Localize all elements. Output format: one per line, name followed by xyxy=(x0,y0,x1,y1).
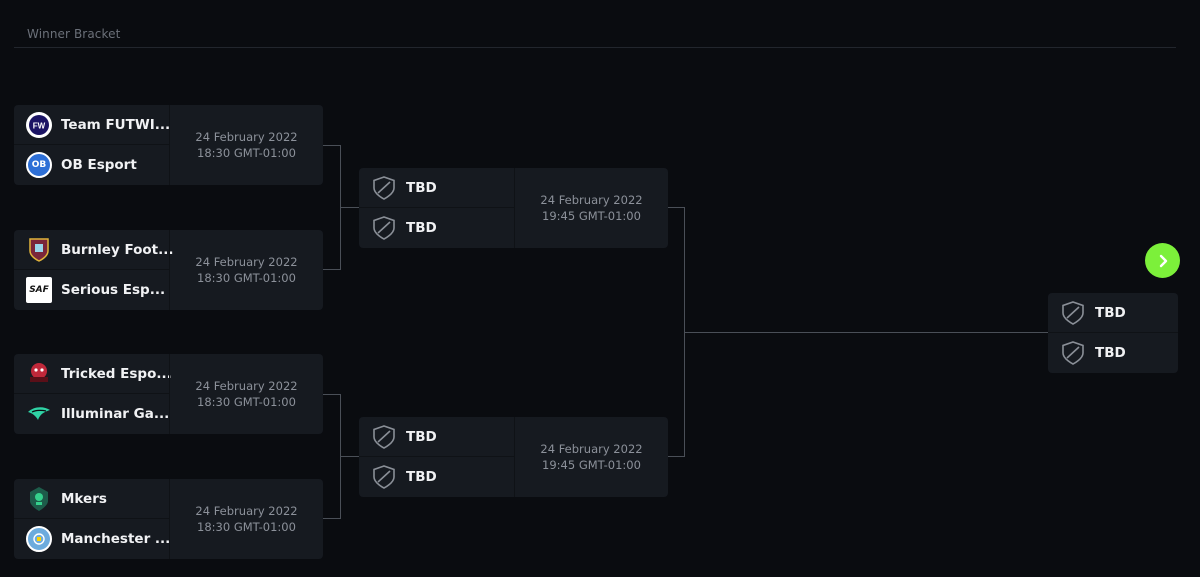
team-row[interactable]: TBD xyxy=(1048,333,1178,373)
team-name: TBD xyxy=(406,469,437,485)
mkers-logo xyxy=(26,486,52,512)
connector-line xyxy=(668,207,685,208)
match-teams: TBD TBD xyxy=(359,417,514,497)
match-date: 24 February 2022 xyxy=(540,193,643,207)
match-card[interactable]: TBD TBD 24 February 2022 19:45 GMT-01:00 xyxy=(359,417,668,497)
connector-line xyxy=(323,145,341,146)
team-name: TBD xyxy=(406,179,437,196)
next-round-button[interactable] xyxy=(1145,243,1180,278)
team-row[interactable]: TBD xyxy=(359,457,514,497)
match-time: 19:45 GMT-01:00 xyxy=(542,458,641,472)
match-card[interactable]: TBD TBD 24 February 2022 19:45 GMT-01:00 xyxy=(359,168,668,248)
team-row[interactable]: TBD xyxy=(359,417,514,457)
team-name: TBD xyxy=(406,428,437,445)
shield-icon xyxy=(1062,300,1084,325)
team-row[interactable]: TBD xyxy=(359,168,514,208)
saf-logo: SAF xyxy=(26,277,52,303)
match-card[interactable]: FW Team FUTWI... OB OB Esport 24 Februar… xyxy=(14,105,323,185)
team-row[interactable]: TBD xyxy=(359,208,514,248)
match-card[interactable]: Burnley Foot... SAF Serious Esp... 24 Fe… xyxy=(14,230,323,310)
shield-icon xyxy=(1062,341,1084,365)
match-date: 24 February 2022 xyxy=(195,130,298,144)
team-name: Tricked Espo... xyxy=(61,365,172,382)
match-schedule: 24 February 2022 18:30 GMT-01:00 xyxy=(169,105,323,185)
connector-line xyxy=(668,456,685,457)
match-card[interactable]: Tricked Espo... Illuminar Ga... 24 Febru… xyxy=(14,354,323,434)
svg-text:FW: FW xyxy=(33,121,46,130)
team-name: TBD xyxy=(1095,345,1126,361)
match-teams: TBD TBD xyxy=(359,168,514,248)
shield-icon xyxy=(373,424,395,449)
match-date: 24 February 2022 xyxy=(195,379,298,393)
match-time: 18:30 GMT-01:00 xyxy=(197,146,296,160)
team-name: TBD xyxy=(1095,304,1126,321)
burnley-logo xyxy=(26,237,52,263)
team-name: OB Esport xyxy=(61,157,137,173)
match-schedule: 24 February 2022 18:30 GMT-01:00 xyxy=(169,354,323,434)
match-teams: TBD TBD xyxy=(1048,293,1178,373)
shield-icon xyxy=(373,216,395,240)
shield-icon xyxy=(373,465,395,489)
connector-line xyxy=(323,518,341,519)
tricked-logo xyxy=(26,361,52,387)
connector-line xyxy=(323,269,341,270)
team-name: Illuminar Ga... xyxy=(61,406,170,422)
match-teams: FW Team FUTWI... OB OB Esport xyxy=(14,105,171,185)
manchester-city-logo xyxy=(26,526,52,552)
connector-line xyxy=(340,207,359,208)
ob-esport-logo: OB xyxy=(26,152,52,178)
match-schedule: 24 February 2022 19:45 GMT-01:00 xyxy=(514,417,668,497)
team-name: Mkers xyxy=(61,490,107,507)
match-time: 18:30 GMT-01:00 xyxy=(197,520,296,534)
team-row[interactable]: SAF Serious Esp... xyxy=(14,270,169,310)
team-name: Team FUTWI... xyxy=(61,116,171,133)
team-row[interactable]: Tricked Espo... xyxy=(14,354,172,394)
match-teams: Tricked Espo... Illuminar Ga... xyxy=(14,354,172,434)
futwi-logo: FW xyxy=(26,111,52,138)
match-time: 18:30 GMT-01:00 xyxy=(197,271,296,285)
match-date: 24 February 2022 xyxy=(540,442,643,456)
connector-line xyxy=(684,332,1048,333)
team-name: TBD xyxy=(406,220,437,236)
section-title: Winner Bracket xyxy=(27,27,121,41)
shield-icon xyxy=(373,175,395,200)
team-row[interactable]: OB OB Esport xyxy=(14,145,169,185)
match-schedule: 24 February 2022 18:30 GMT-01:00 xyxy=(169,479,323,559)
connector-line xyxy=(340,456,359,457)
team-row[interactable]: Burnley Foot... xyxy=(14,230,174,270)
team-row[interactable]: FW Team FUTWI... xyxy=(14,105,171,145)
chevron-right-icon xyxy=(1159,254,1167,267)
match-schedule: 24 February 2022 18:30 GMT-01:00 xyxy=(169,230,323,310)
match-time: 18:30 GMT-01:00 xyxy=(197,395,296,409)
title-divider xyxy=(14,47,1176,48)
team-name: Serious Esp... xyxy=(61,282,166,298)
match-date: 24 February 2022 xyxy=(195,255,298,269)
match-card[interactable]: Mkers Manchester ... 24 February 2022 18… xyxy=(14,479,323,559)
match-teams: Mkers Manchester ... xyxy=(14,479,171,559)
match-time: 19:45 GMT-01:00 xyxy=(542,209,641,223)
match-teams: Burnley Foot... SAF Serious Esp... xyxy=(14,230,174,310)
team-row[interactable]: Illuminar Ga... xyxy=(14,394,169,434)
team-name: Manchester ... xyxy=(61,531,171,547)
match-card[interactable]: TBD TBD xyxy=(1048,293,1178,373)
match-schedule: 24 February 2022 19:45 GMT-01:00 xyxy=(514,168,668,248)
team-row[interactable]: Manchester ... xyxy=(14,519,171,559)
team-name: Burnley Foot... xyxy=(61,241,174,258)
team-row[interactable]: TBD xyxy=(1048,293,1178,333)
connector-line xyxy=(323,394,341,395)
team-row[interactable]: Mkers xyxy=(14,479,169,519)
illuminar-logo xyxy=(26,401,52,427)
match-date: 24 February 2022 xyxy=(195,504,298,518)
